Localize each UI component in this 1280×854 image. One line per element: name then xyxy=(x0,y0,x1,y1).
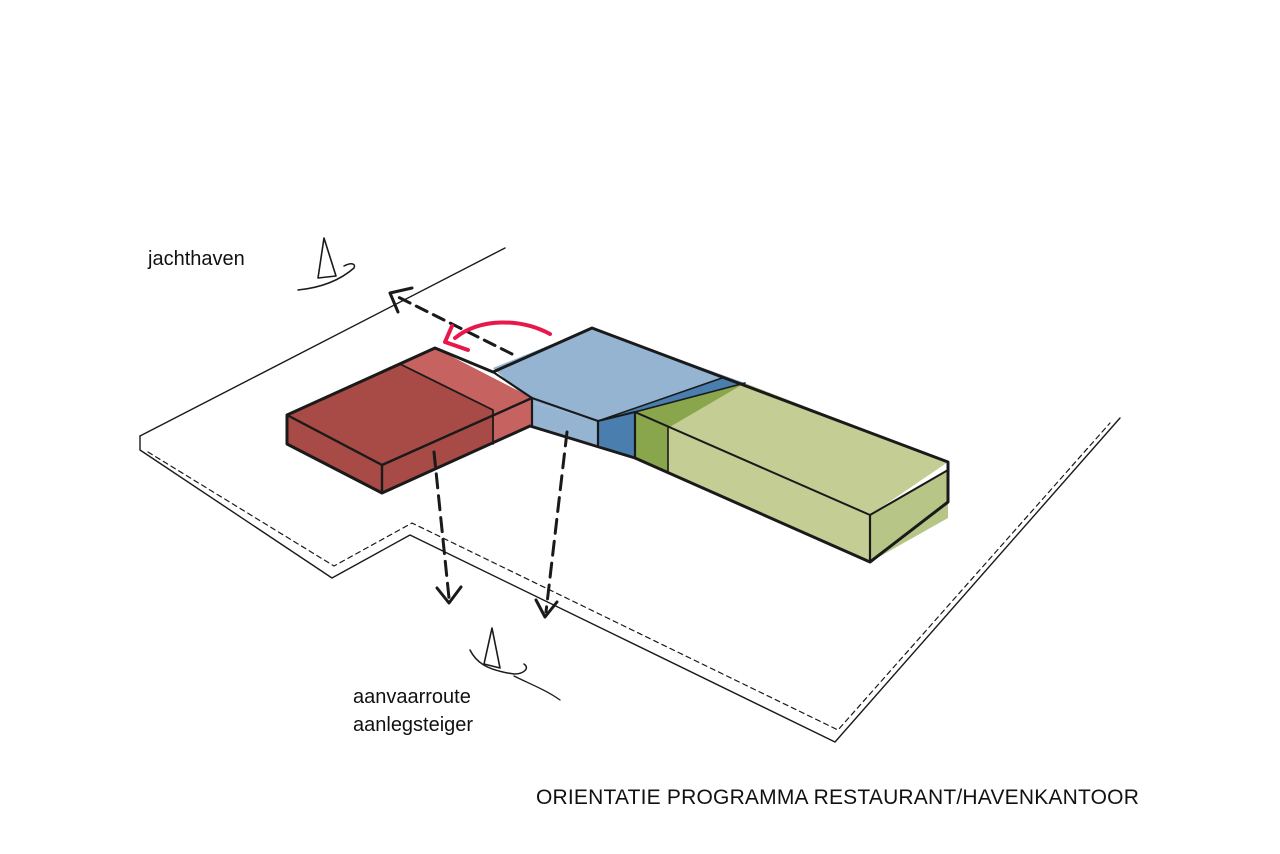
diagram-title: ORIENTATIE PROGRAMMA RESTAURANT/HAVENKAN… xyxy=(536,786,1140,809)
red-turn-arrowhead xyxy=(443,324,470,352)
restaurant-block-front xyxy=(287,415,382,493)
approach-arrowhead-right xyxy=(534,598,559,619)
green-block-end xyxy=(870,470,948,562)
orientation-arrows xyxy=(388,286,569,619)
green-block-top xyxy=(635,383,948,515)
approach-route-line2: aanlegsteiger xyxy=(353,714,474,736)
harbor-view-arrowhead xyxy=(388,286,414,314)
approach-arrow-left xyxy=(432,450,451,600)
office-block-front xyxy=(530,402,598,445)
approach-arrowhead-left xyxy=(435,585,463,605)
building-volumes xyxy=(285,326,950,564)
harbor-view-arrow xyxy=(394,294,514,356)
green-block-front xyxy=(635,412,870,562)
approach-route-label: aanvaarroute aanlegsteiger xyxy=(353,683,473,739)
quay-outline xyxy=(139,247,1121,743)
sailboat-icon xyxy=(297,237,356,291)
approach-route-line1: aanvaarroute xyxy=(353,686,471,708)
harbor-label: jachthaven xyxy=(148,248,245,270)
approach-arrow-right xyxy=(544,430,569,614)
red-turn-arrow xyxy=(453,320,552,340)
sailboat-icon xyxy=(469,627,561,701)
